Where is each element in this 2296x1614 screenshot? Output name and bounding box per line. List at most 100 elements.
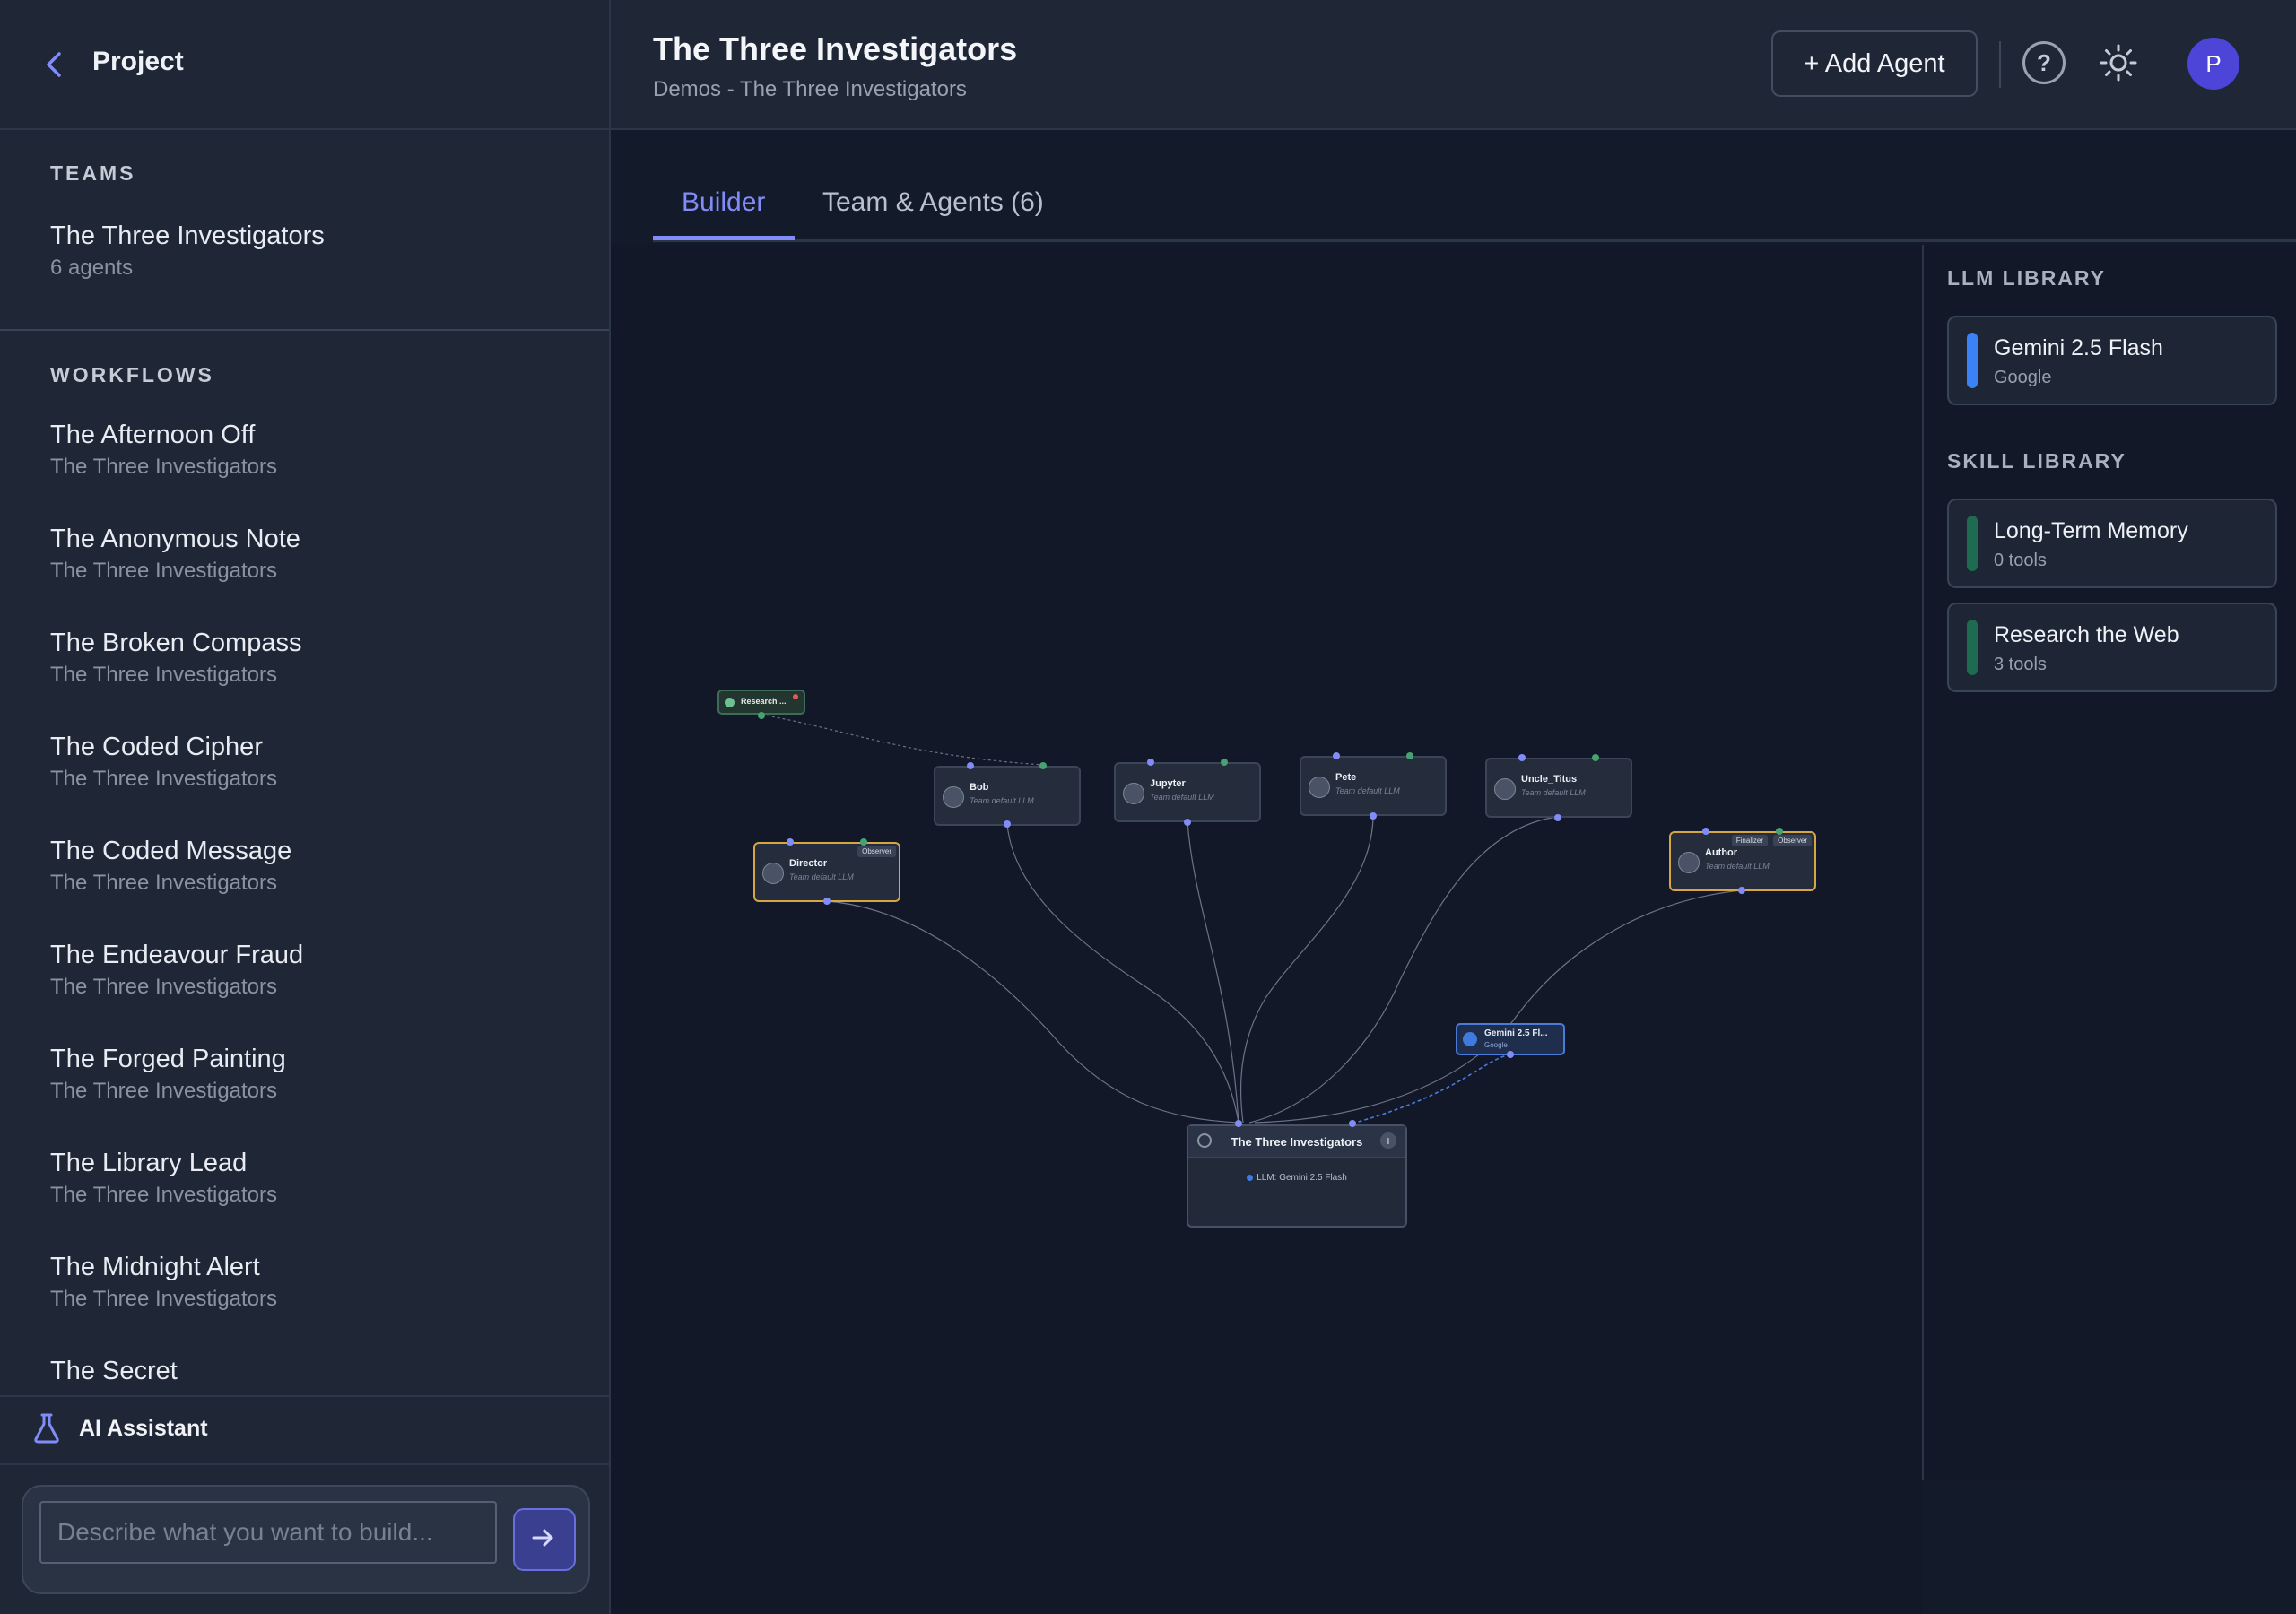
add-icon[interactable]: + <box>1380 1132 1396 1149</box>
sun-icon[interactable] <box>2099 43 2138 82</box>
flask-icon <box>34 1413 59 1444</box>
team-item[interactable]: The Three Investigators 6 agents <box>50 219 325 283</box>
workflow-team: The Three Investigators <box>50 767 278 791</box>
builder-canvas[interactable]: Research ... Bob Team default LLM Jupyte… <box>611 245 1922 1614</box>
page-title: The Three Investigators <box>653 30 1018 67</box>
connector-handle[interactable] <box>1039 762 1047 769</box>
team-node[interactable]: The Three Investigators + LLM: Gemini 2.… <box>1187 1124 1407 1228</box>
remove-icon[interactable] <box>793 694 798 699</box>
user-icon <box>943 785 964 808</box>
agent-node-author[interactable]: Finalizer Observer Author Team default L… <box>1669 831 1816 891</box>
llm-icon <box>1463 1032 1477 1046</box>
ai-assistant-bar[interactable]: AI Assistant <box>0 1395 609 1465</box>
skill-card-name: Long-Term Memory <box>1994 518 2188 543</box>
connector-handle[interactable] <box>1738 887 1745 894</box>
workflow-item[interactable]: The Coded Cipher The Three Investigators <box>50 730 277 794</box>
workflow-list: The Afternoon Off The Three Investigator… <box>0 418 609 1395</box>
workflow-item[interactable]: The Secret <box>50 1354 178 1388</box>
agent-name: Jupyter <box>1150 778 1186 789</box>
workflow-item[interactable]: The Library Lead The Three Investigators <box>50 1146 277 1210</box>
graph-edges <box>761 714 1743 1124</box>
workflow-item[interactable]: The Anonymous Note The Three Investigato… <box>50 522 300 586</box>
agent-llm: Team default LLM <box>1150 793 1214 802</box>
connector-handle[interactable] <box>1184 819 1191 826</box>
connector-handle[interactable] <box>1702 828 1709 835</box>
agent-node-uncle-titus[interactable]: Uncle_Titus Team default LLM <box>1485 758 1632 818</box>
connector-handle[interactable] <box>860 838 867 846</box>
team-node-header: The Three Investigators + <box>1188 1126 1405 1158</box>
agent-name: Bob <box>970 782 989 793</box>
connector-handle[interactable] <box>1333 752 1340 759</box>
workflow-item[interactable]: The Coded Message The Three Investigator… <box>50 834 291 898</box>
tab-builder[interactable]: Builder <box>682 187 766 217</box>
workflow-item[interactable]: The Broken Compass The Three Investigato… <box>50 626 301 690</box>
connector-handle[interactable] <box>787 838 794 846</box>
chevron-left-icon[interactable] <box>41 48 68 81</box>
connector-handle[interactable] <box>1592 754 1599 761</box>
prompt-input[interactable] <box>39 1501 497 1564</box>
connector-handle[interactable] <box>758 712 765 719</box>
connector-handle[interactable] <box>1554 814 1561 821</box>
connector-handle[interactable] <box>1235 1120 1242 1127</box>
connector-handle[interactable] <box>1221 759 1228 766</box>
workflow-team: The Three Investigators <box>50 663 278 687</box>
skill-node-label: Research ... <box>741 697 787 706</box>
finalizer-badge: Finalizer <box>1731 835 1768 846</box>
skill-card-research-web[interactable]: Research the Web 3 tools <box>1947 603 2277 692</box>
workflow-item[interactable]: The Afternoon Off The Three Investigator… <box>50 418 277 482</box>
workflow-team: The Three Investigators <box>50 975 278 999</box>
edge-llm-team <box>1354 1054 1511 1124</box>
connector-handle[interactable] <box>1776 828 1783 835</box>
agent-name: Uncle_Titus <box>1521 774 1578 785</box>
user-icon <box>762 862 784 884</box>
team-node-llm: LLM: Gemini 2.5 Flash <box>1188 1173 1405 1183</box>
connector-handle[interactable] <box>1518 754 1526 761</box>
agent-node-bob[interactable]: Bob Team default LLM <box>934 766 1081 826</box>
connector-handle[interactable] <box>1147 759 1154 766</box>
connector-handle[interactable] <box>823 898 831 905</box>
skill-icon <box>725 698 735 707</box>
agent-node-jupyter[interactable]: Jupyter Team default LLM <box>1114 762 1261 822</box>
team-icon <box>1197 1133 1212 1148</box>
agent-node-pete[interactable]: Pete Team default LLM <box>1300 756 1447 816</box>
skill-card-meta: 3 tools <box>1994 655 2047 674</box>
workflow-title: The Midnight Alert <box>50 1253 260 1281</box>
sidebar-divider <box>0 329 609 331</box>
workflow-title: The Afternoon Off <box>50 421 256 449</box>
top-bar: The Three Investigators Demos - The Thre… <box>611 0 2296 130</box>
connector-handle[interactable] <box>967 762 974 769</box>
tab-team-agents[interactable]: Team & Agents (6) <box>822 187 1044 217</box>
skill-card-meta: 0 tools <box>1994 551 2047 570</box>
connector-handle[interactable] <box>1406 752 1413 759</box>
skill-library-heading: SKILL LIBRARY <box>1947 449 2126 473</box>
send-button[interactable] <box>513 1508 576 1571</box>
header-divider <box>1999 41 2001 88</box>
add-agent-button[interactable]: + Add Agent <box>1771 30 1978 97</box>
workflow-item[interactable]: The Midnight Alert The Three Investigato… <box>50 1250 277 1315</box>
skill-node-research[interactable]: Research ... <box>718 690 805 715</box>
workflow-item[interactable]: The Endeavour Fraud The Three Investigat… <box>50 938 303 1002</box>
connector-handle[interactable] <box>1004 820 1011 828</box>
team-node-llm-label: LLM: Gemini 2.5 Flash <box>1257 1173 1347 1183</box>
agent-llm: Team default LLM <box>970 796 1034 805</box>
agent-name: Director <box>789 858 828 869</box>
workflow-title: The Endeavour Fraud <box>50 941 304 969</box>
llm-card-gemini[interactable]: Gemini 2.5 Flash Google <box>1947 316 2277 405</box>
agent-llm: Team default LLM <box>1521 788 1586 797</box>
llm-node-gemini[interactable]: Gemini 2.5 Fl... Google <box>1456 1023 1565 1055</box>
connector-handle[interactable] <box>1370 812 1377 820</box>
skill-color-bar <box>1967 516 1978 571</box>
connector-handle[interactable] <box>1507 1051 1514 1058</box>
edge-jupyter-team <box>1187 820 1239 1124</box>
help-icon[interactable]: ? <box>2022 41 2066 84</box>
skill-card-long-term-memory[interactable]: Long-Term Memory 0 tools <box>1947 499 2277 588</box>
tab-divider <box>653 239 2296 242</box>
connector-handle[interactable] <box>1349 1120 1356 1127</box>
sidebar-header: Project <box>0 0 609 130</box>
workflow-title: The Anonymous Note <box>50 525 300 553</box>
agent-llm: Team default LLM <box>1705 862 1770 871</box>
workflow-item[interactable]: The Forged Painting The Three Investigat… <box>50 1042 286 1106</box>
agent-node-director[interactable]: Observer Director Team default LLM <box>753 842 900 902</box>
agent-name: Pete <box>1335 772 1357 783</box>
user-avatar[interactable]: P <box>2187 38 2239 90</box>
